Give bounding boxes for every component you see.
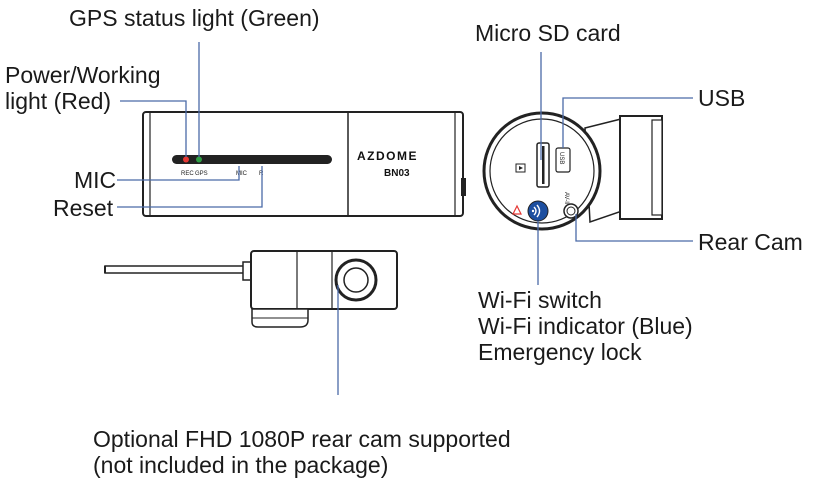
- gps-led: [196, 156, 202, 163]
- rec-label: REC: [181, 171, 194, 177]
- mic-label: MIC: [236, 171, 248, 177]
- wifi-button[interactable]: [527, 200, 549, 222]
- power-light-label-line1: Power/Working: [5, 62, 161, 88]
- emergency-lock-label: Emergency lock: [478, 339, 642, 365]
- dashcam-side-view: USB AV-IN: [482, 111, 663, 231]
- wifi-indicator-label: Wi-Fi indicator (Blue): [478, 313, 693, 339]
- emergency-icon: [512, 204, 522, 215]
- optional-rear-cam-line2: (not included in the package): [93, 452, 389, 478]
- power-light-label-line2: light (Red): [5, 88, 112, 114]
- rear-cam-drawing: [104, 250, 398, 328]
- gps-status-light-label: GPS status light (Green): [69, 5, 320, 31]
- leader-lines: [117, 42, 693, 395]
- microsd-callout-label: Micro SD card: [475, 20, 621, 46]
- sd-card-icon: [515, 163, 526, 173]
- reset-callout-label: Reset: [53, 195, 114, 221]
- avin-label: AV-IN: [563, 192, 569, 207]
- led-slot: [172, 155, 332, 164]
- usb-port-label: USB: [558, 152, 564, 164]
- gps-label: GPS: [195, 171, 208, 177]
- mic-callout-label: MIC: [74, 167, 117, 193]
- rec-led: [183, 156, 189, 163]
- wifi-switch-label: Wi-Fi switch: [478, 287, 602, 313]
- brand-logo: AZDOME: [357, 149, 418, 163]
- rear-cam-port: [563, 203, 579, 219]
- rear-cam-callout-label: Rear Cam: [698, 229, 803, 255]
- usb-callout-label: USB: [698, 85, 746, 111]
- model-label: BN03: [384, 168, 410, 179]
- optional-rear-cam-line1: Optional FHD 1080P rear cam supported: [93, 426, 511, 452]
- dashcam-front-view: REC GPS MIC R AZDOME BN03: [142, 111, 466, 217]
